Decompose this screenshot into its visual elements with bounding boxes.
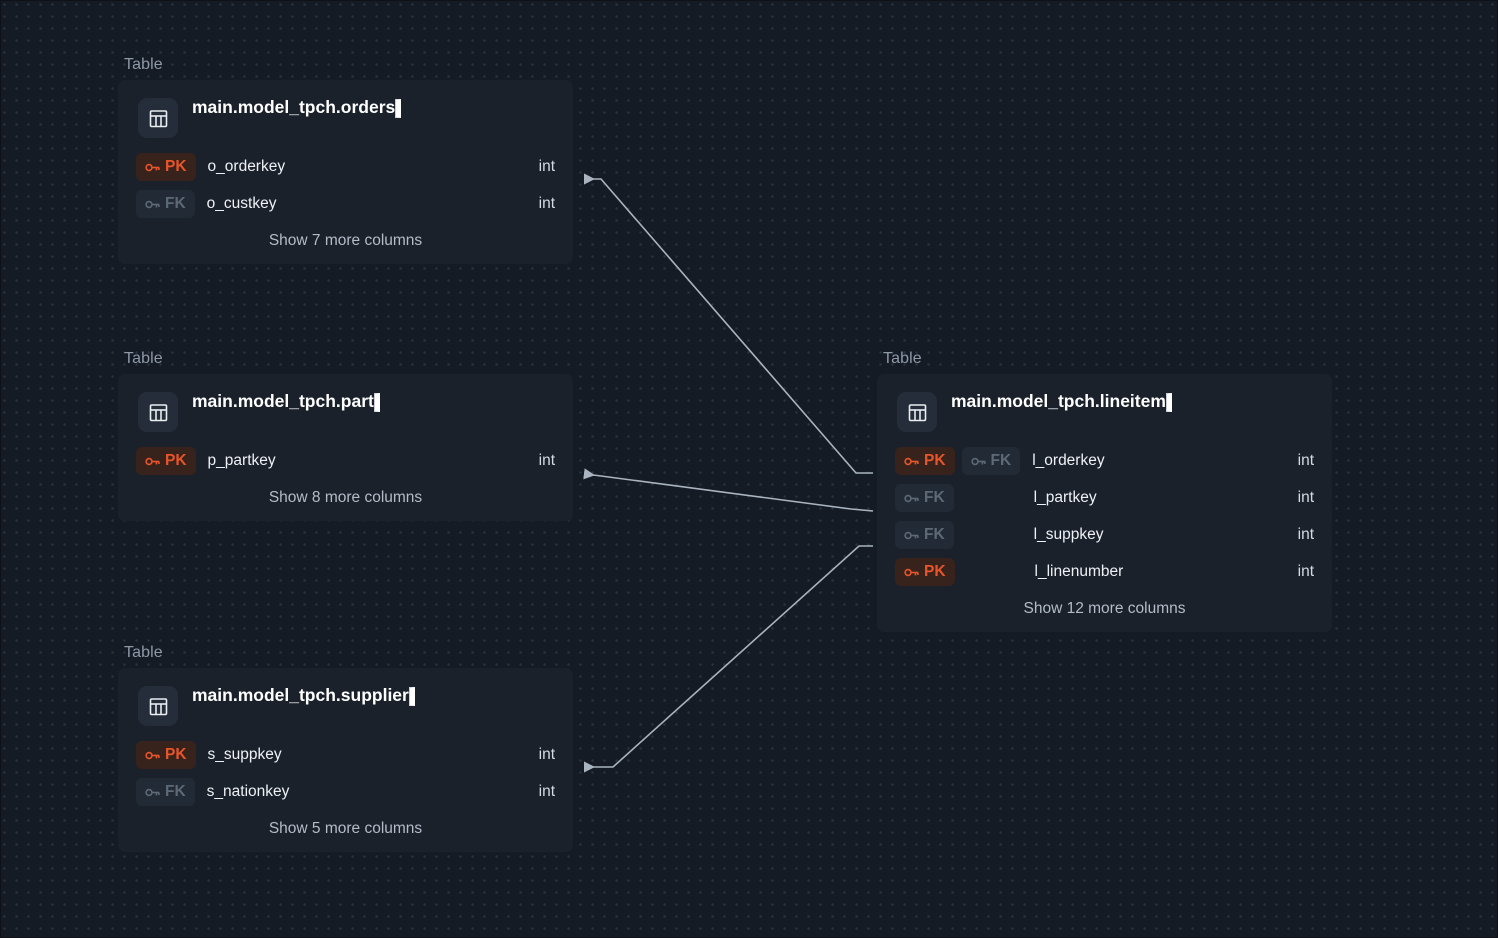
fk-badge-label: FK [165,783,186,800]
column-row[interactable]: FK l_partkey int [877,483,1332,513]
column-name: p_partkey [207,452,276,469]
key-badges: FK [895,521,954,549]
fk-badge: FK [961,447,1021,475]
column-row[interactable]: PK p_partkey int [118,446,573,476]
column-row[interactable]: PK s_suppkey int [118,740,573,770]
table-title: main.model_tpch.supplier [192,685,409,705]
key-badges: PK [895,558,955,586]
column-type: int [1297,526,1314,543]
pk-badge-label: PK [924,563,946,580]
column-type: int [1297,489,1314,506]
key-badges: PK [136,447,196,475]
node-orders[interactable]: Table main.model_tpch.orders [118,56,573,264]
pk-badge-label: PK [165,452,187,469]
table-card-supplier[interactable]: main.model_tpch.supplier [118,668,573,852]
redacted-name-field[interactable] [1165,393,1172,412]
pk-badge-label: PK [165,746,187,763]
node-kind-label: Table [124,56,163,73]
show-more-columns-link[interactable]: Show 8 more columns [268,489,423,506]
redacted-name-field[interactable] [395,99,402,118]
fk-badge-label: FK [924,526,945,543]
table-grid-icon [138,392,178,432]
pk-badge: PK [136,447,196,475]
column-type: int [1297,452,1314,469]
table-title: main.model_tpch.orders [192,97,396,117]
card-header: main.model_tpch.lineitem [877,390,1332,432]
fk-badge-label: FK [990,452,1012,469]
column-list: PK FK l_orderkey i [877,446,1332,587]
key-badges: PK [136,153,196,181]
column-row[interactable]: PK FK l_orderkey i [877,446,1332,476]
redacted-name-field[interactable] [373,393,380,412]
card-header: main.model_tpch.orders [118,96,573,138]
column-name: l_orderkey [1032,452,1105,469]
column-list: PK s_suppkey int [118,740,573,807]
table-grid-icon [138,686,178,726]
pk-badge-label: PK [924,452,946,469]
column-name: l_linenumber [1034,563,1124,580]
fk-badge: FK [136,778,195,806]
pk-badge: PK [895,558,955,586]
table-grid-icon [138,98,178,138]
pk-badge: PK [136,741,196,769]
column-row[interactable]: PK o_orderkey int [118,152,573,182]
node-lineitem[interactable]: Table main.model_tpch.lineitem [877,350,1332,632]
column-row[interactable]: FK s_nationkey int [118,777,573,807]
table-card-lineitem[interactable]: main.model_tpch.lineitem [877,374,1332,632]
table-title: main.model_tpch.lineitem [951,391,1166,411]
column-type: int [538,195,555,212]
table-card-part[interactable]: main.model_tpch.part [118,374,573,521]
column-row[interactable]: FK o_custkey int [118,189,573,219]
edge-lineitem-supplier [583,545,873,773]
column-row[interactable]: FK l_suppkey int [877,520,1332,550]
column-type: int [1297,563,1314,580]
pk-badge: PK [895,447,955,475]
column-name: o_orderkey [207,158,286,175]
node-kind-label: Table [124,644,163,661]
column-type: int [538,158,555,175]
key-badges: FK [136,190,195,218]
redacted-name-field[interactable] [408,687,415,706]
edge-lineitem-part [583,468,874,512]
column-name: l_partkey [1033,489,1097,506]
fk-badge-label: FK [924,489,945,506]
column-type: int [538,746,555,763]
card-header: main.model_tpch.supplier [118,684,573,726]
node-supplier[interactable]: Table main.model_tpch.supplier [118,644,573,852]
key-badges: PK [136,741,196,769]
column-type: int [538,452,555,469]
table-grid-icon [897,392,937,432]
column-list: PK p_partkey int [118,446,573,476]
show-more-columns-link[interactable]: Show 5 more columns [268,820,423,837]
table-title: main.model_tpch.part [192,391,374,411]
key-badges: FK [895,484,954,512]
key-badges: FK [136,778,195,806]
column-name: s_nationkey [206,783,290,800]
column-list: PK o_orderkey int [118,152,573,219]
node-kind-label: Table [124,350,163,367]
column-row[interactable]: PK l_linenumber int [877,557,1332,587]
node-part[interactable]: Table main.model_tpch.part [118,350,573,521]
edge-lineitem-orders [583,173,873,474]
show-more-columns-link[interactable]: Show 7 more columns [268,232,423,249]
fk-badge-label: FK [165,195,186,212]
node-kind-label: Table [883,350,922,367]
card-header: main.model_tpch.part [118,390,573,432]
pk-badge: PK [136,153,196,181]
column-name: l_suppkey [1033,526,1104,543]
column-name: s_suppkey [207,746,282,763]
fk-badge: FK [136,190,195,218]
column-type: int [538,783,555,800]
fk-badge: FK [895,521,954,549]
column-name: o_custkey [206,195,277,212]
fk-badge: FK [895,484,954,512]
key-badges: PK FK [895,447,1021,475]
pk-badge-label: PK [165,158,187,175]
show-more-columns-link[interactable]: Show 12 more columns [1023,600,1186,617]
table-card-orders[interactable]: main.model_tpch.orders [118,80,573,264]
